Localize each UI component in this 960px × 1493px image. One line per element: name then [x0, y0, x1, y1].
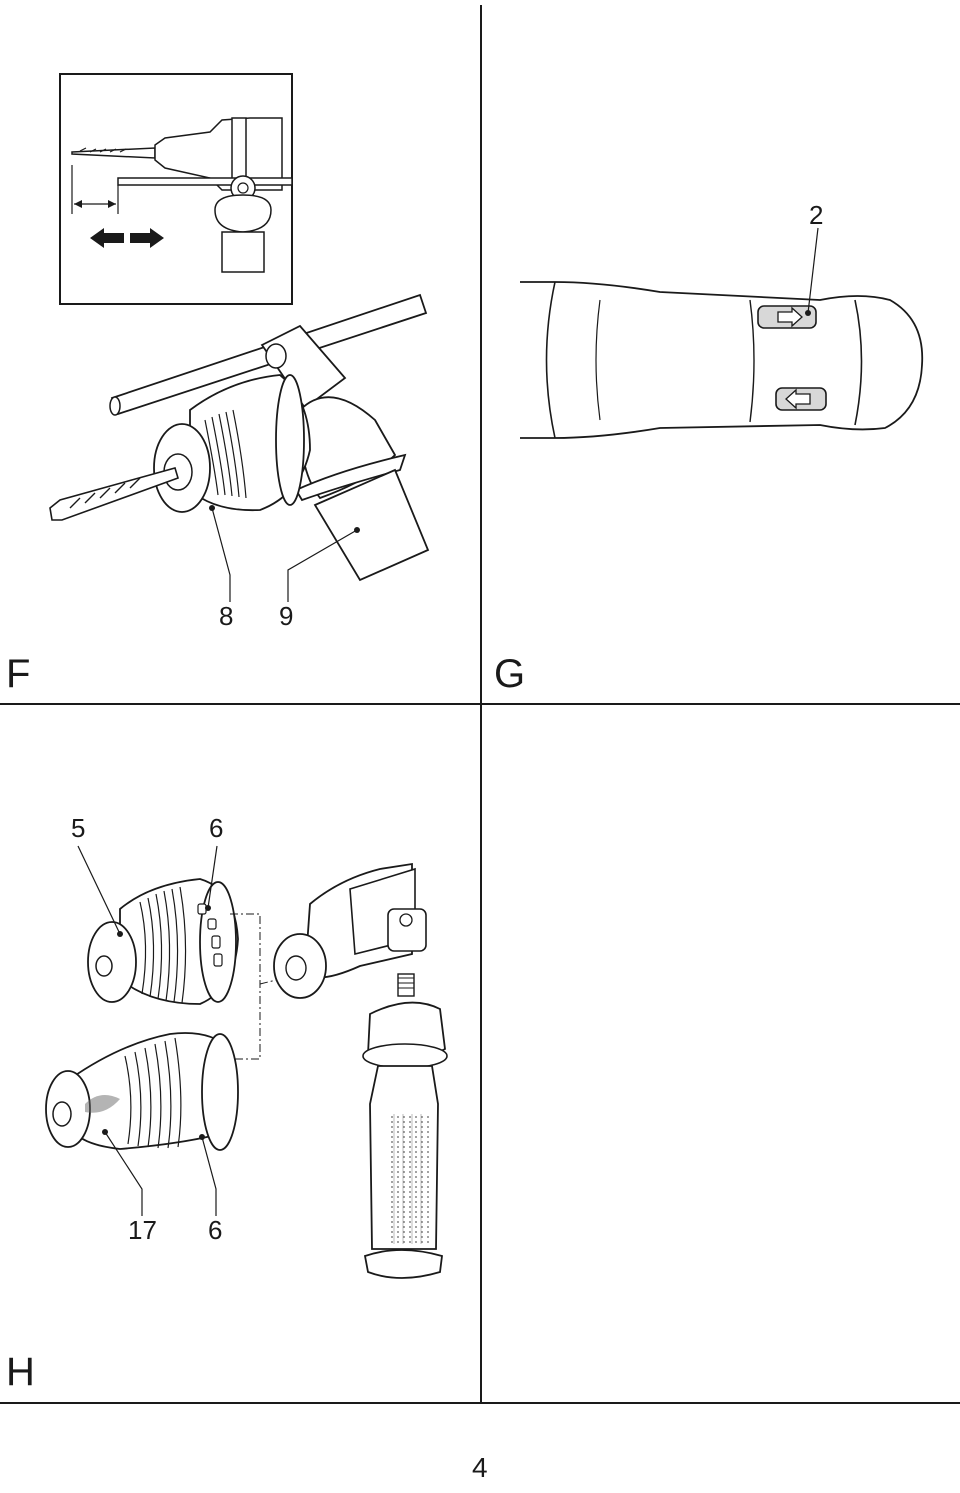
callout-17: 17: [128, 1215, 157, 1245]
middle-divider: [0, 703, 960, 705]
drill-with-depth-rod: [49, 293, 430, 602]
callout-2: 2: [809, 200, 824, 230]
callout-6-upper: 6: [209, 813, 224, 843]
callout-5: 5: [71, 813, 86, 843]
panel-letter-g: G: [494, 652, 526, 696]
callout-6-lower: 6: [208, 1215, 223, 1245]
keyless-chuck: [45, 1032, 239, 1151]
panel-letter-f: F: [6, 652, 31, 696]
callout-8: 8: [219, 601, 234, 631]
inset-depth-detail: [71, 117, 293, 273]
drill-body: [273, 862, 448, 1279]
panel-f-illustration: [49, 73, 430, 602]
drill-handle-top-view: [520, 227, 924, 439]
panel-letter-h: H: [6, 1350, 35, 1394]
page-number: 4: [472, 1452, 488, 1483]
sds-chuck: [87, 878, 239, 1005]
bottom-divider: [0, 1402, 960, 1404]
panel-h-illustration: [45, 845, 448, 1279]
panel-g-illustration: [520, 227, 924, 439]
callout-9: 9: [279, 601, 294, 631]
